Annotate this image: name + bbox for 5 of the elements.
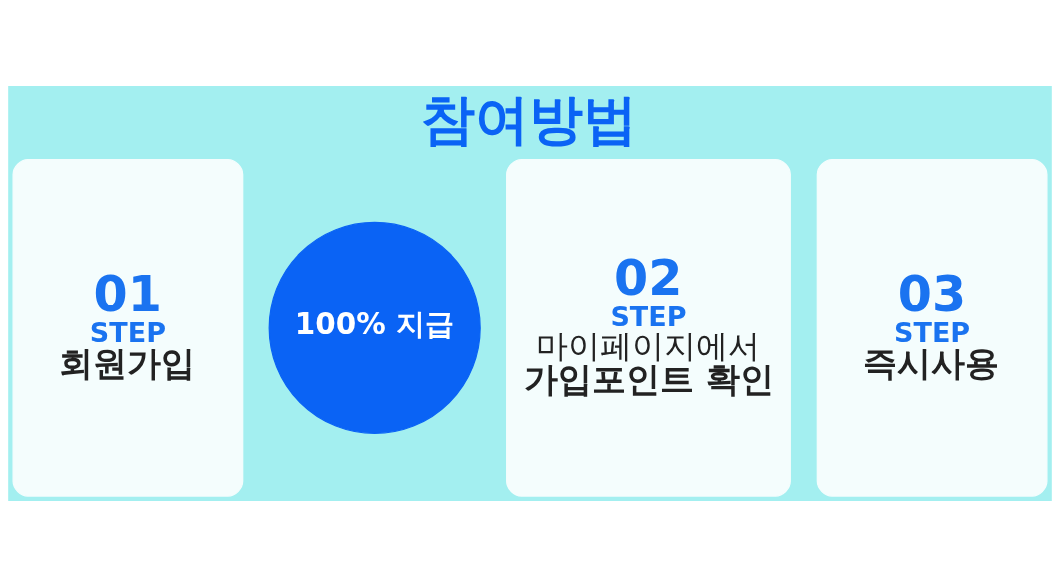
node-box: 03 STEP 즉시사용 [816, 159, 1048, 497]
node-circle: 100% 지급 [268, 221, 481, 434]
node-box: 02 STEP 마이페이지에서 가입포인트 확인 [506, 159, 791, 497]
node-box: 01 STEP 회원가입 [12, 159, 244, 497]
diagram-title: 참여방법 [420, 87, 637, 151]
